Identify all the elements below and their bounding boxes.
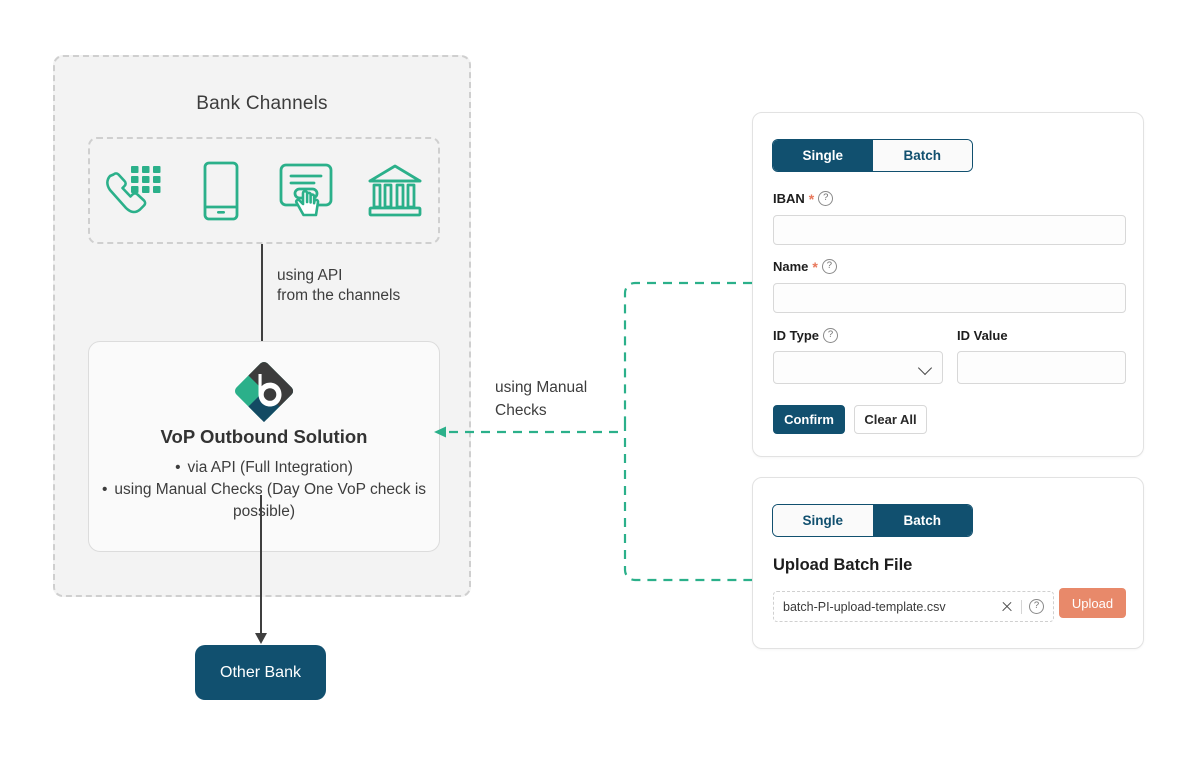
id-type-help-icon[interactable]: ? [823, 328, 838, 343]
vop-bullet-item: via API (Full Integration) [101, 457, 427, 479]
upload-batch-file-title: Upload Batch File [773, 556, 913, 574]
vop-brand-logo-icon [233, 360, 295, 423]
divider [1021, 599, 1022, 614]
single-check-panel: Single Batch IBAN * ? Name * ? ID Type ?… [752, 112, 1144, 457]
name-input[interactable] [773, 283, 1126, 313]
file-chip[interactable]: batch-PI-upload-template.csv ? [773, 591, 1054, 622]
tab-single[interactable]: Single [773, 140, 873, 171]
iban-help-icon[interactable]: ? [818, 191, 834, 206]
name-label-text: Name [773, 259, 809, 274]
vop-outbound-solution-card: VoP Outbound Solution via API (Full Inte… [88, 341, 440, 552]
chevron-down-icon [917, 360, 933, 376]
tab-single-batchpanel[interactable]: Single [773, 505, 873, 536]
confirm-button[interactable]: Confirm [773, 405, 845, 434]
vop-title: VoP Outbound Solution [160, 426, 368, 447]
vop-bullet-item: using Manual Checks (Day One VoP check i… [101, 479, 427, 523]
online-banking-click-icon [277, 160, 339, 222]
clear-all-button[interactable]: Clear All [854, 405, 927, 434]
phone-keypad-icon [103, 160, 165, 222]
id-value-label-text: ID Value [957, 328, 1008, 343]
iban-input[interactable] [773, 215, 1126, 245]
vop-bullet-list: via API (Full Integration) using Manual … [89, 457, 439, 523]
upload-help-icon[interactable]: ? [1029, 599, 1044, 614]
api-flow-label: using API from the channels [277, 267, 401, 304]
other-bank-node: Other Bank [195, 645, 326, 700]
close-icon[interactable] [1000, 600, 1014, 614]
iban-label-text: IBAN [773, 191, 805, 206]
iban-label: IBAN * ? [773, 190, 834, 207]
name-help-icon[interactable]: ? [821, 259, 837, 274]
bank-channels-region: Bank Channels [53, 55, 471, 597]
batch-upload-panel: Single Batch Upload Batch File batch-PI-… [752, 477, 1144, 649]
upload-button[interactable]: Upload [1059, 588, 1126, 618]
file-name-text: batch-PI-upload-template.csv [783, 599, 946, 614]
mode-toggle-group-batch[interactable]: Single Batch [773, 505, 972, 536]
mobile-phone-icon [190, 160, 252, 222]
other-bank-flow-arrow [255, 495, 267, 645]
id-type-label: ID Type ? [773, 328, 838, 343]
name-label: Name * ? [773, 259, 837, 274]
bank-building-icon [364, 160, 426, 222]
tab-batch[interactable]: Batch [872, 140, 972, 171]
id-type-select[interactable] [773, 351, 943, 384]
mode-toggle-group[interactable]: Single Batch [773, 140, 972, 171]
region-title: Bank Channels [196, 93, 328, 114]
id-type-label-text: ID Type [773, 328, 819, 343]
manual-checks-label: using Manual Checks [495, 379, 588, 419]
id-value-label: ID Value [957, 328, 1008, 343]
name-required-mark: * [812, 258, 818, 275]
tab-batch-batchpanel[interactable]: Batch [872, 505, 972, 536]
iban-required-mark: * [808, 190, 815, 207]
id-value-input[interactable] [957, 351, 1126, 384]
channel-icons-strip [88, 137, 440, 244]
manual-checks-connector [430, 275, 760, 590]
